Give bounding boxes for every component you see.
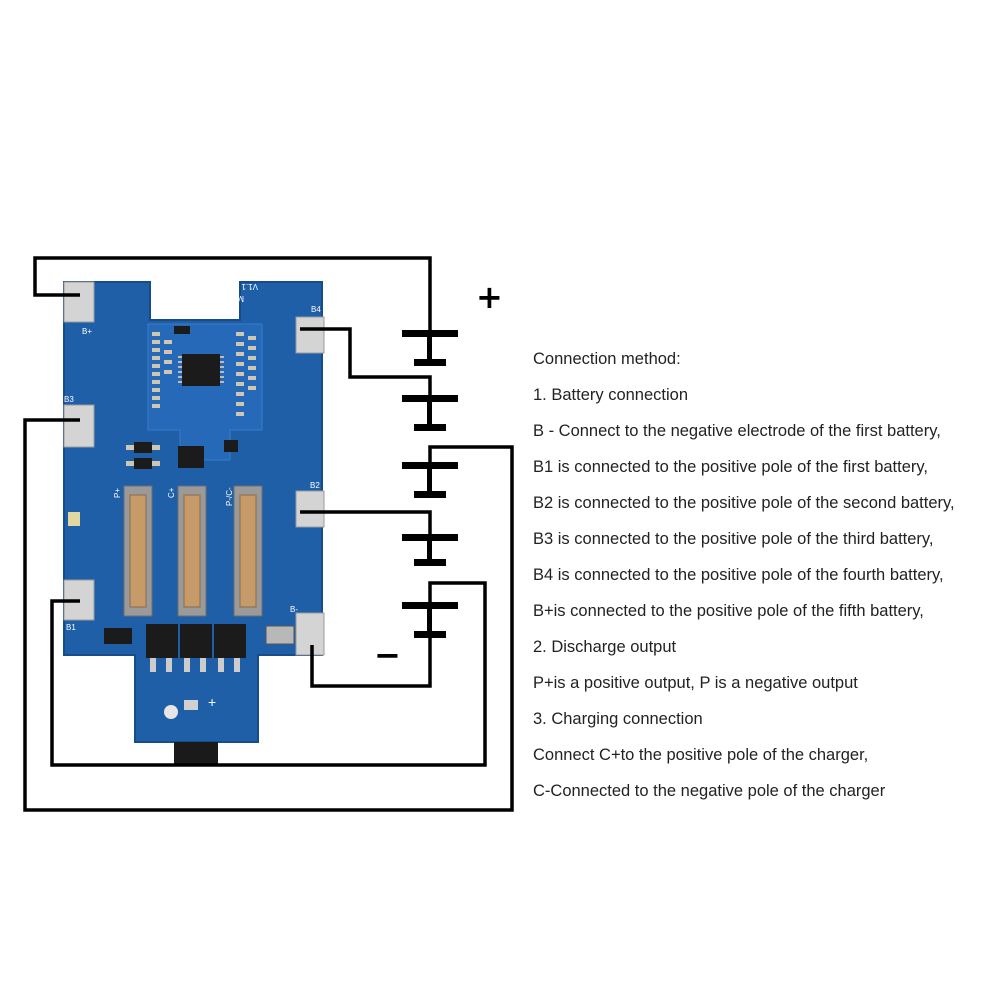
plug-pad-1 <box>164 705 178 719</box>
instruction-b4: B4 is connected to the positive pole of … <box>533 566 944 584</box>
instruction-b-plus: B+is connected to the positive pole of t… <box>533 602 924 620</box>
instruction-b2: B2 is connected to the positive pole of … <box>533 494 955 512</box>
connection-instructions: Connection method: 1. Battery connection… <box>533 346 993 814</box>
battery-cell-1 <box>402 602 458 638</box>
pad-b3 <box>63 404 95 448</box>
pad-b-plus <box>63 281 95 323</box>
ic-pins <box>178 356 224 383</box>
plug-plus-sign: + <box>208 694 216 710</box>
smd-components-right <box>236 332 256 416</box>
pad-label-b4: B4 <box>311 305 321 314</box>
terminal-p-plus <box>123 485 153 617</box>
ic-chip <box>182 354 220 386</box>
small-transistors <box>134 440 238 469</box>
board-model: MH9952 <box>213 294 244 303</box>
wire-b-minus <box>310 636 432 688</box>
instruction-c-plus: Connect C+to the positive pole of the ch… <box>533 746 869 764</box>
battery-negative-sign: − <box>374 636 401 674</box>
mosfets <box>146 624 246 672</box>
wire-b4 <box>300 327 432 398</box>
board-version: V1.1 <box>241 282 258 291</box>
battery-cell-4 <box>402 395 458 431</box>
instruction-b-minus: B - Connect to the negative electrode of… <box>533 422 941 440</box>
pad-label-b3: B3 <box>64 395 74 404</box>
terminal-label-c-plus: C+ <box>167 487 176 498</box>
terminal-c-plus <box>177 485 207 617</box>
wire-b-plus <box>33 256 432 334</box>
pad-b4 <box>295 316 325 354</box>
pad-label-b1: B1 <box>66 623 76 632</box>
bms-pcb-board: MH9952 V1.1 P+ C+ P-/C- <box>63 281 325 764</box>
pad-b-minus <box>295 612 325 656</box>
smd-components-left <box>152 332 172 408</box>
pcb-ic-region <box>147 323 263 461</box>
battery-positive-sign: + <box>476 278 503 316</box>
terminal-p-c-minus <box>233 485 263 617</box>
terminal-label-p-c-minus: P-/C- <box>225 487 234 506</box>
battery-cell-5 <box>402 330 458 366</box>
instruction-section-discharge: 2. Discharge output <box>533 638 677 656</box>
instruction-c-minus: C-Connected to the negative pole of the … <box>533 782 886 800</box>
wires <box>23 256 514 812</box>
instruction-heading: Connection method: <box>533 350 681 368</box>
small-transistor-pins <box>126 445 160 466</box>
small-ic <box>104 628 132 644</box>
battery-stack: + − <box>374 278 503 674</box>
pad-label-b2: B2 <box>310 481 320 490</box>
led <box>68 512 80 526</box>
terminal-label-p-plus: P+ <box>113 488 122 498</box>
battery-cell-3 <box>402 462 458 498</box>
instruction-p-output: P+is a positive output, P is a negative … <box>533 674 858 692</box>
plug-pad-2 <box>184 700 198 710</box>
output-plug <box>174 742 218 764</box>
wire-b1 <box>50 581 487 767</box>
pad-b2 <box>295 490 325 528</box>
instruction-b3: B3 is connected to the positive pole of … <box>533 530 934 548</box>
wire-b2 <box>300 510 432 537</box>
wire-b3 <box>23 418 514 812</box>
instruction-section-charging: 3. Charging connection <box>533 710 703 728</box>
b-minus-component <box>265 625 295 645</box>
instruction-section-battery: 1. Battery connection <box>533 386 689 404</box>
top-chip <box>174 326 190 334</box>
pad-label-b-plus: B+ <box>82 327 92 336</box>
battery-cell-2 <box>402 534 458 566</box>
pad-label-b-minus: B- <box>290 605 298 614</box>
instruction-b1: B1 is connected to the positive pole of … <box>533 458 929 476</box>
